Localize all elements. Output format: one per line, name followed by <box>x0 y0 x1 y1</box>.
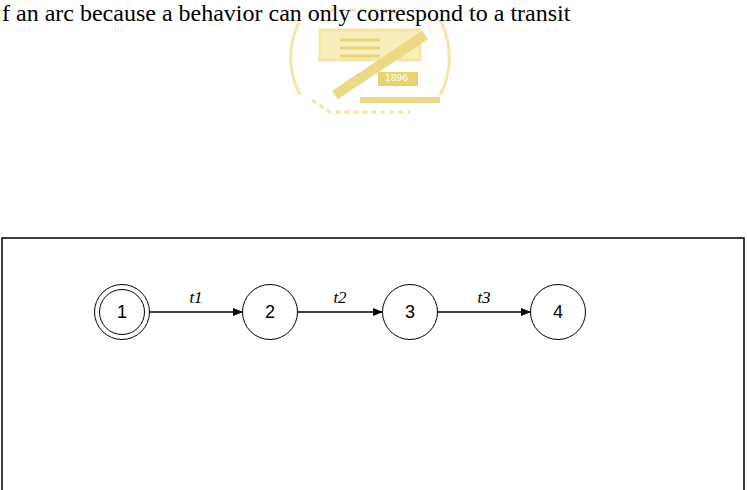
frame-box <box>2 238 744 490</box>
transition-label: t1 <box>189 288 202 308</box>
state-number: 3 <box>405 302 415 323</box>
transition-arrow <box>438 311 530 313</box>
state-number: 2 <box>265 302 275 323</box>
state-circle: 2 <box>242 284 298 340</box>
initial-state-circle: 1 <box>94 284 150 340</box>
transition-label: t2 <box>333 288 346 308</box>
state-number: 4 <box>553 302 563 323</box>
body-text: f an arc because a behavior can only cor… <box>2 0 570 27</box>
state-circle: 3 <box>382 284 438 340</box>
state-number: 1 <box>117 302 127 323</box>
state-circle: 4 <box>530 284 586 340</box>
transition-label: t3 <box>477 288 490 308</box>
watermark-year: 1896 <box>385 73 408 83</box>
transition-arrow <box>150 311 242 313</box>
transition-arrow <box>298 311 382 313</box>
